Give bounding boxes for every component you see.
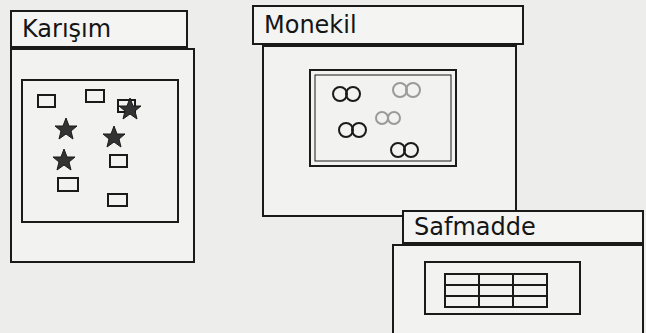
sample-frame <box>310 70 456 166</box>
card-tab: Safmadde <box>402 210 644 244</box>
sample-card: Monekil <box>262 45 517 217</box>
sample-frame <box>425 262 580 314</box>
sample-card: Safmadde <box>392 244 644 333</box>
card-title: Karışım <box>22 16 111 42</box>
card-tab: Monekil <box>252 5 524 45</box>
card-title: Safmadde <box>414 214 536 240</box>
sample-frame <box>22 80 178 222</box>
sample-card: Karışım <box>10 48 195 263</box>
card-title: Monekil <box>264 12 357 38</box>
star-particles <box>53 98 141 170</box>
card-tab: Karışım <box>10 10 188 48</box>
